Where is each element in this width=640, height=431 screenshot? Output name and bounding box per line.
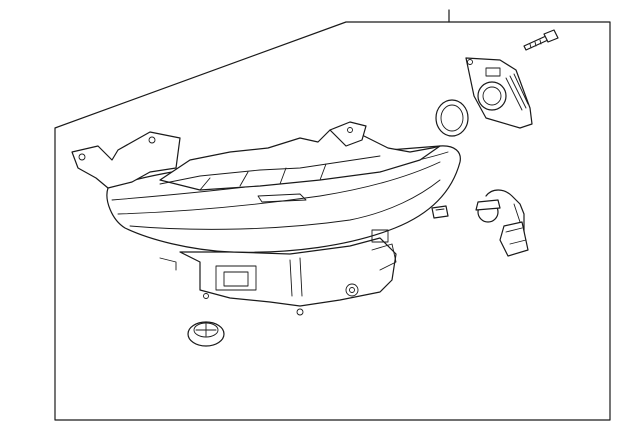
o-ring-icon [435,99,469,137]
headlamp-housing-icon [71,121,461,316]
clip-nut-icon [431,205,449,219]
grommet-cap-icon [187,321,225,347]
bulb-socket-icon [475,189,529,257]
bolt-icon [523,29,559,51]
diagram-frame [54,9,611,421]
ballast-bracket-icon [465,57,533,129]
